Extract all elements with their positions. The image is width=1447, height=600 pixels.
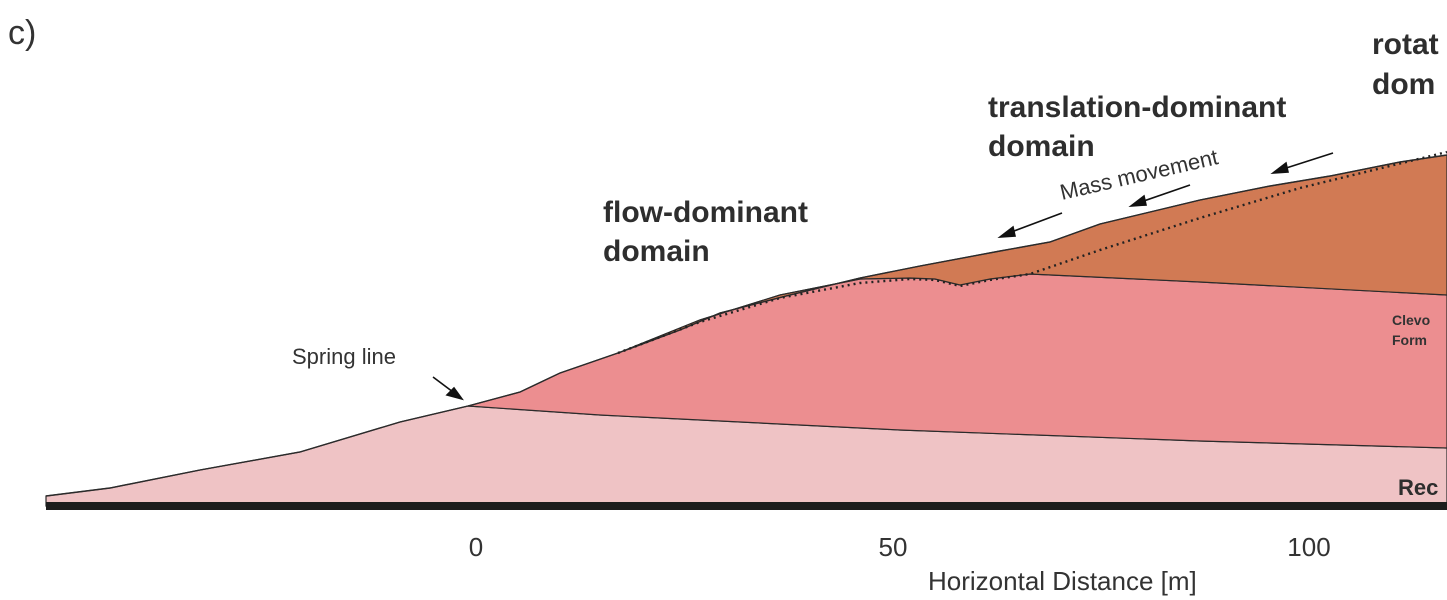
spring-line-label: Spring line [292,344,396,369]
clev-formation-label-line2: Form [1392,332,1427,348]
ground-surface-line [45,154,1447,497]
translation-domain-label-line2: domain [988,130,1095,163]
base-bar [46,502,1447,510]
rotation-domain-label-line1: rotat [1372,28,1439,61]
x-tick-0: 0 [469,532,483,562]
panel-label: c) [8,14,36,52]
rotation-domain-label-line2: dom [1372,68,1435,101]
x-tick-100: 100 [1287,532,1330,562]
x-tick-50: 50 [879,532,908,562]
clev-formation-label-line1: Clevo [1392,312,1430,328]
flow-domain-label-line1: flow-dominant [603,196,808,229]
red-formation-label: Rec [1398,475,1438,500]
spring-line-arrow [432,376,464,401]
x-axis-label: Horizontal Distance [m] [928,566,1197,596]
mass-movement-arrows [997,152,1334,238]
translation-domain-label-line1: translation-dominant [988,91,1286,124]
flow-domain-label-line2: domain [603,235,710,268]
